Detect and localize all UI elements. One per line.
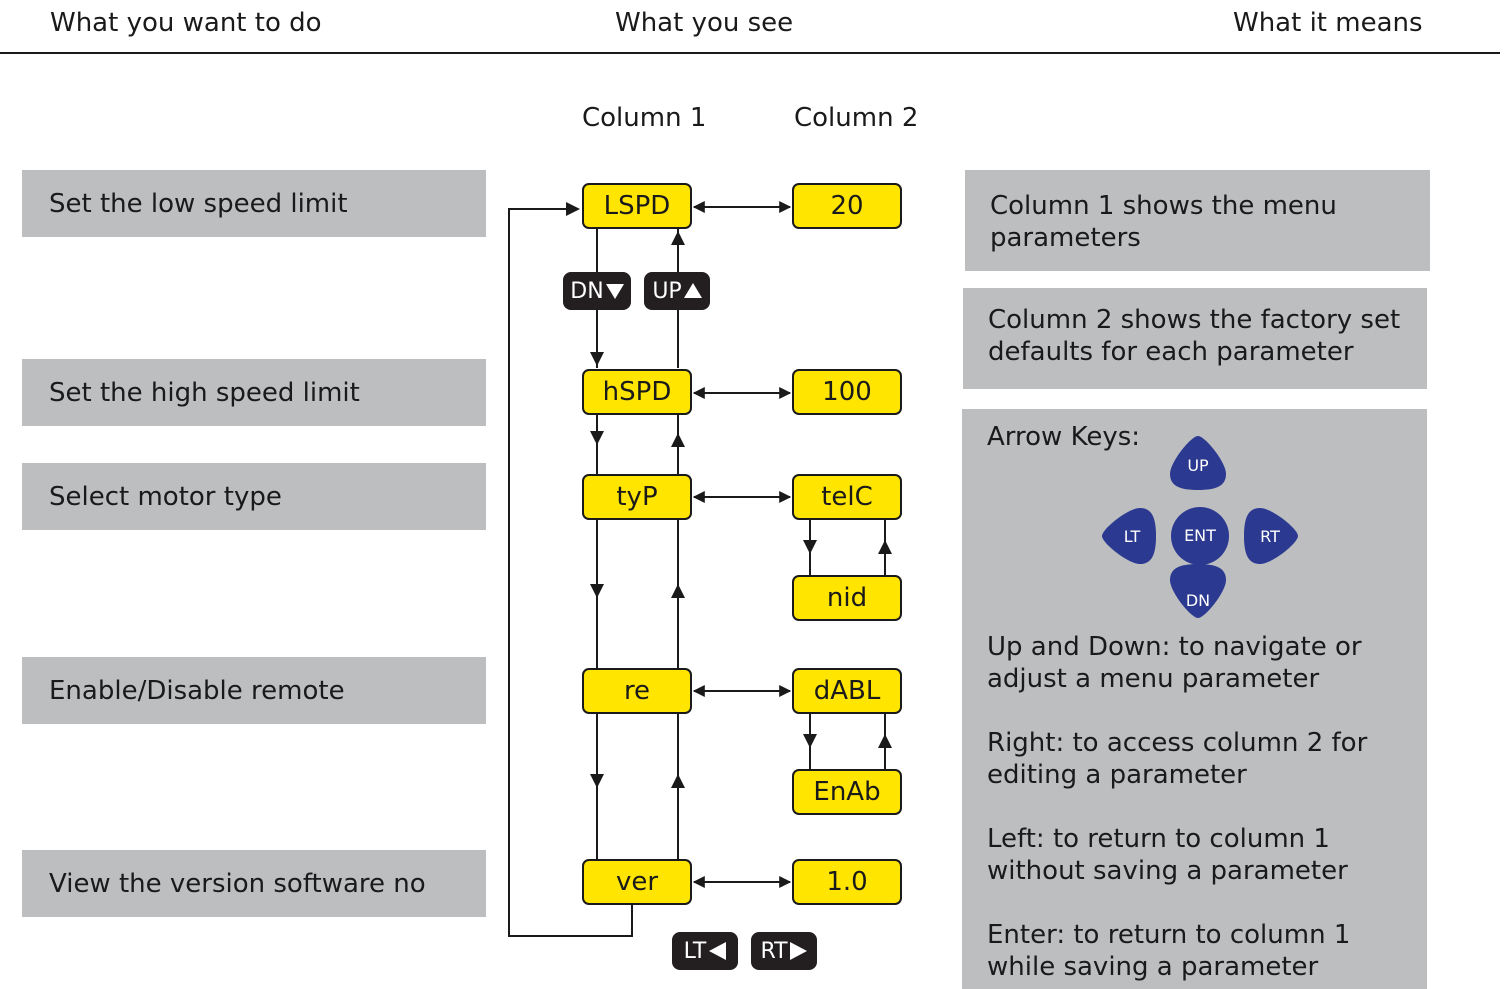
explain-right-text: Right: to access column 2 for editing a …	[987, 728, 1368, 790]
explain-left-text: Left: to return to column 1 without savi…	[987, 824, 1348, 886]
tag-left-label: LT	[683, 938, 707, 964]
left-key-label: LT	[1123, 527, 1141, 546]
info-column2: Column 2 shows the factory set defaults …	[963, 288, 1427, 389]
tag-up: UP	[644, 272, 710, 310]
explain-up-down-text: Up and Down: to navigate or adjust a men…	[987, 632, 1362, 694]
task-low-speed: Set the low speed limit	[22, 170, 486, 237]
down-key-label: DN	[1185, 591, 1211, 610]
param-ver: ver	[582, 859, 692, 905]
explain-enter-text: Enter: to return to column 1 while savin…	[987, 920, 1351, 982]
tag-up-label: UP	[652, 278, 682, 304]
explain-right: Right: to access column 2 for editing a …	[962, 727, 1427, 791]
info-arrow-keys: Arrow Keys:	[962, 409, 1427, 989]
triangle-down-icon	[605, 284, 624, 299]
right-key-label: RT	[1260, 527, 1280, 546]
value-re-enab: EnAb	[792, 769, 902, 815]
info-column1: Column 1 shows the menu parameters	[965, 170, 1430, 271]
task-high-speed: Set the high speed limit	[22, 359, 486, 426]
triangle-left-icon	[709, 942, 727, 960]
task-motor-type: Select motor type	[22, 463, 486, 530]
column2-header: Column 2	[794, 103, 919, 133]
column1-header: Column 1	[582, 103, 707, 133]
value-lspd-default: 20	[792, 183, 902, 229]
value-typ-telc: telC	[792, 474, 902, 520]
explain-up-down: Up and Down: to navigate or adjust a men…	[962, 631, 1427, 695]
header-what-it-means: What it means	[1233, 8, 1423, 38]
param-typ: tyP	[582, 474, 692, 520]
value-hspd-default: 100	[792, 369, 902, 415]
triangle-up-icon	[683, 283, 702, 298]
enter-key-label: ENT	[1184, 526, 1216, 545]
header-what-you-want: What you want to do	[50, 8, 322, 38]
task-remote: Enable/Disable remote	[22, 657, 486, 724]
tag-down: DN	[563, 272, 631, 310]
info-column1-text: Column 1 shows the menu parameters	[990, 191, 1337, 253]
value-ver: 1.0	[792, 859, 902, 905]
explain-left: Left: to return to column 1 without savi…	[962, 823, 1427, 887]
header-what-you-see: What you see	[615, 8, 794, 38]
explain-enter: Enter: to return to column 1 while savin…	[962, 919, 1427, 983]
tag-right-label: RT	[760, 938, 788, 964]
value-typ-nid: nid	[792, 575, 902, 621]
info-column2-text: Column 2 shows the factory set defaults …	[988, 305, 1401, 367]
param-re: re	[582, 668, 692, 714]
header-rule	[0, 52, 1500, 54]
task-version: View the version software no	[22, 850, 486, 917]
value-re-dabl: dABL	[792, 668, 902, 714]
tag-left: LT	[672, 932, 738, 970]
up-key-label: UP	[1187, 456, 1209, 475]
tag-right: RT	[751, 932, 817, 970]
triangle-right-icon	[789, 942, 807, 960]
param-hspd: hSPD	[582, 369, 692, 415]
tag-down-label: DN	[570, 278, 604, 304]
arrow-keys-title: Arrow Keys:	[987, 422, 1141, 452]
param-lspd: LSPD	[582, 183, 692, 229]
